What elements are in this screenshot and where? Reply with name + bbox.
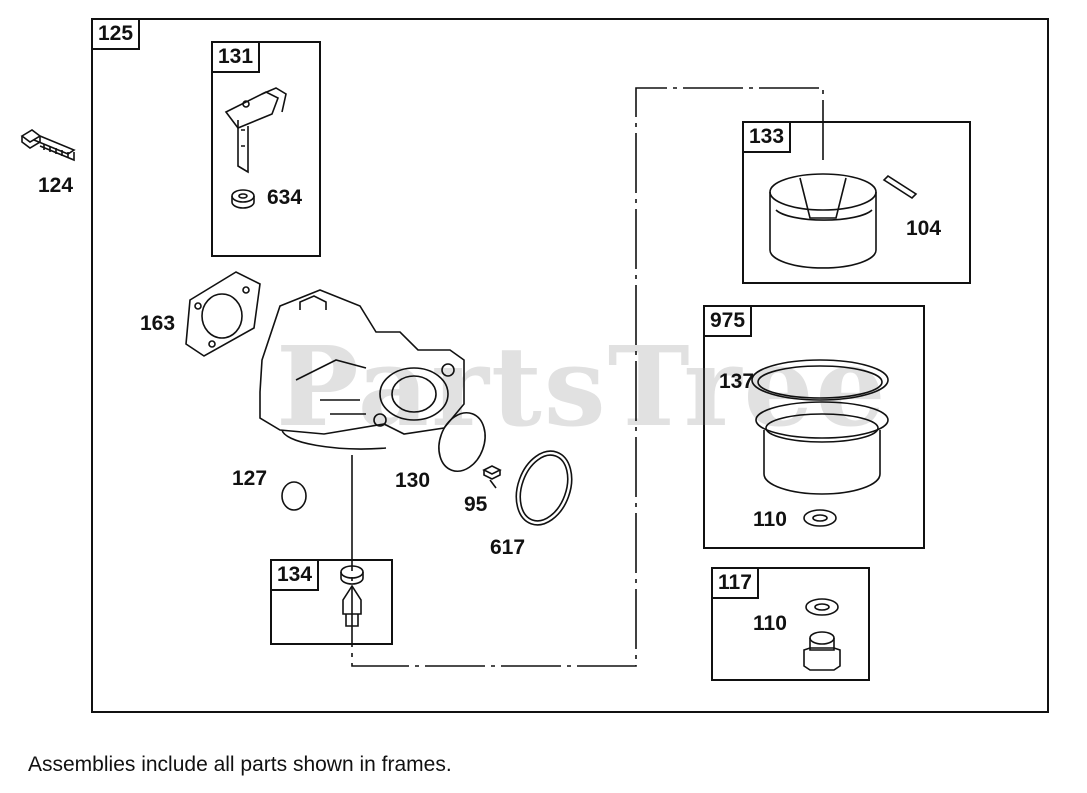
part-label-617: 617	[490, 536, 526, 559]
part-label-163: 163	[140, 312, 176, 335]
washer-110-icon	[803, 509, 837, 527]
part-label-634: 634	[267, 186, 303, 209]
leader-line-133-134	[351, 87, 824, 667]
screw-124-icon	[20, 129, 76, 162]
part-label-110-bowl: 110	[753, 508, 787, 531]
frame-134: 134	[270, 559, 393, 645]
part-label-95: 95	[464, 493, 488, 516]
screw-95-icon	[482, 465, 502, 489]
gasket-163-icon	[185, 271, 261, 357]
o-ring-617-icon	[515, 450, 573, 526]
carburetor-body-icon	[259, 289, 465, 450]
float-133-icon	[769, 173, 877, 269]
part-label-130: 130	[395, 469, 431, 492]
plug-117-icon	[803, 631, 841, 671]
washer-110b-icon	[805, 598, 839, 616]
part-label-127: 127	[232, 467, 268, 490]
frame-label-125: 125	[91, 18, 141, 50]
frame-label-117: 117	[711, 567, 759, 599]
part-label-137: 137	[719, 370, 755, 393]
pin-104-icon	[882, 174, 918, 200]
seal-634-icon	[231, 189, 255, 209]
gasket-137-icon	[751, 359, 889, 401]
inlet-needle-134-icon	[340, 565, 364, 627]
choke-lever-131-icon	[224, 87, 287, 174]
frame-label-133: 133	[742, 121, 792, 153]
frame-975: 975	[703, 305, 925, 549]
frame-label-134: 134	[270, 559, 320, 591]
frame-133: 133	[742, 121, 971, 284]
frame-117: 117	[711, 567, 870, 681]
plug-127-icon	[281, 481, 307, 511]
part-label-110-seat: 110	[753, 612, 787, 635]
part-label-124: 124	[38, 174, 74, 197]
float-bowl-975-icon	[755, 401, 889, 495]
plate-130-icon	[438, 412, 486, 472]
frame-label-131: 131	[211, 41, 261, 73]
main-assembly-frame: 125	[91, 18, 1049, 713]
footnote: Assemblies include all parts shown in fr…	[28, 753, 452, 776]
watermark: PartsTree	[276, 322, 888, 451]
frame-131: 131	[211, 41, 321, 257]
part-label-104: 104	[906, 217, 942, 240]
frame-label-975: 975	[703, 305, 753, 337]
